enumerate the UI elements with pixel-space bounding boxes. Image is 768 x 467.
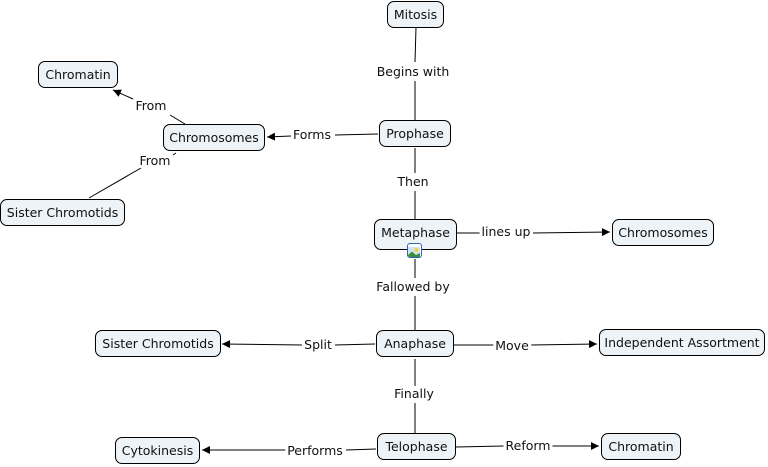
link-label-lines-up[interactable]: lines up	[479, 224, 533, 239]
concept-metaphase[interactable]: Metaphase	[374, 219, 457, 250]
concept-independent-assortment[interactable]: Independent Assortment	[599, 329, 765, 356]
landscape-picture-icon	[408, 247, 420, 257]
concept-prophase[interactable]: Prophase	[379, 120, 451, 147]
concept-mitosis[interactable]: Mitosis	[387, 1, 444, 28]
image-resource-icon[interactable]	[407, 243, 422, 258]
concept-chromosomes-metaphase[interactable]: Chromosomes	[612, 219, 714, 246]
link-label-performs[interactable]: Performs	[285, 443, 345, 458]
link-label-finally[interactable]: Finally	[392, 386, 436, 401]
link-line-begins-with-a	[414, 26, 417, 63]
link-label-fallowed-by[interactable]: Fallowed by	[374, 279, 452, 294]
link-label-forms[interactable]: Forms	[290, 127, 334, 142]
link-label-split[interactable]: Split	[302, 337, 334, 352]
link-line-reform-a	[455, 445, 505, 448]
link-line-lines-up-b	[532, 228, 611, 237]
link-line-move-b	[530, 340, 598, 349]
link-line-from-sister-b	[88, 167, 142, 199]
link-line-performs-a	[345, 448, 377, 451]
link-label-move[interactable]: Move	[493, 338, 531, 353]
concept-sister-chromotids-anaphase[interactable]: Sister Chromotids	[95, 330, 221, 357]
concept-cytokinesis[interactable]: Cytokinesis	[115, 437, 200, 464]
link-label-from-sister[interactable]: From	[137, 153, 173, 168]
concept-chromatin-telophase[interactable]: Chromatin	[601, 433, 681, 460]
link-line-from-sister-a	[172, 152, 177, 156]
link-label-from-chromatin[interactable]: From	[133, 98, 169, 113]
concept-telophase[interactable]: Telophase	[377, 433, 456, 460]
concept-sister-chromotids-prophase[interactable]: Sister Chromotids	[0, 199, 125, 226]
concept-chromatin-prophase[interactable]: Chromatin	[38, 61, 118, 88]
link-line-split-b	[221, 340, 303, 349]
concept-chromosomes-prophase[interactable]: Chromosomes	[163, 124, 265, 151]
link-line-forms-b	[266, 132, 292, 141]
link-line-split-a	[334, 343, 376, 346]
link-label-begins-with[interactable]: Begins with	[374, 64, 452, 79]
link-line-from-chromatin-b	[112, 89, 134, 100]
concept-anaphase[interactable]: Anaphase	[376, 330, 454, 357]
link-line-from-chromatin-a	[169, 114, 186, 125]
link-label-then[interactable]: Then	[395, 174, 431, 189]
link-label-reform[interactable]: Reform	[503, 438, 553, 453]
link-line-forms-a	[334, 133, 379, 136]
